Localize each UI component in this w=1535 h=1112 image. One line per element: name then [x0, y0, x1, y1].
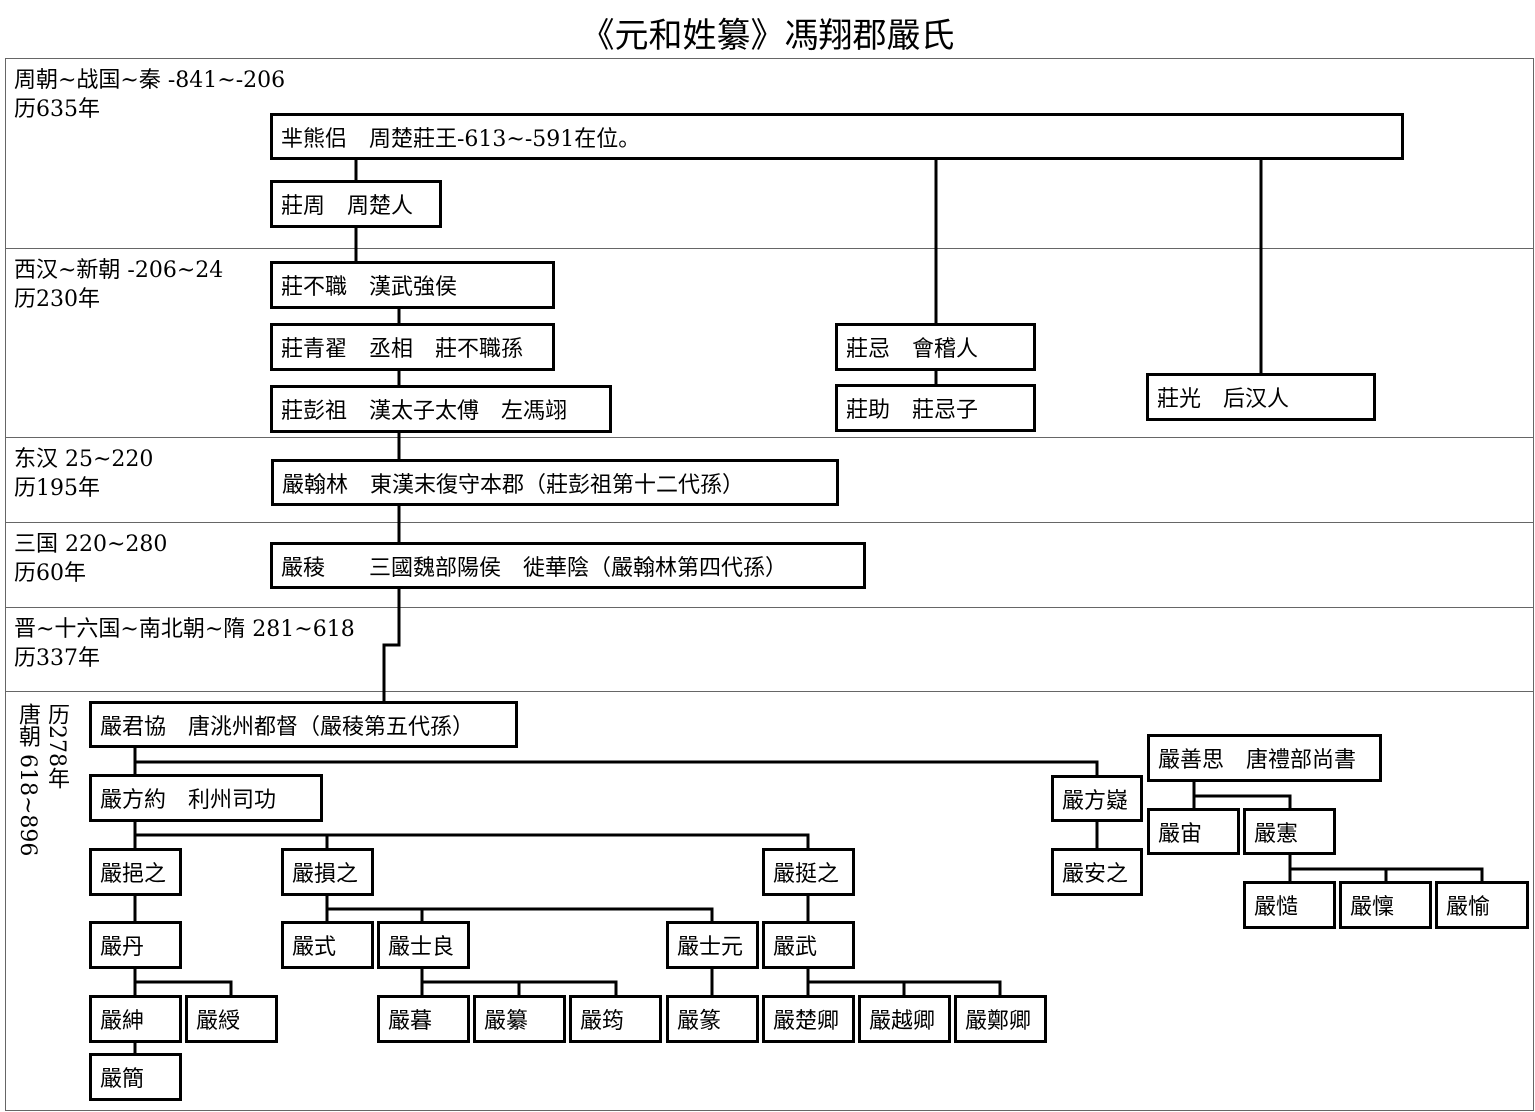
period-name: 西汉~新朝 -206~24	[14, 258, 224, 283]
period-name: 东汉 25~220	[14, 447, 154, 472]
person-zhuang-zhou: 莊周 周楚人	[270, 180, 442, 228]
person-zhuang-pengzu: 莊彭祖 漢太子太傅 左馮翊	[270, 385, 612, 433]
person-yan-zao: 嚴慥	[1243, 881, 1336, 929]
person-yan-yizhi: 嚴挹之	[89, 848, 182, 896]
person-yan-lin: 嚴懍	[1339, 881, 1432, 929]
person-yan-leng: 嚴稜 三國魏部陽侯 徙華陰（嚴翰林第四代孫）	[270, 542, 866, 589]
period-label: 晋~十六国~南北朝~隋 281~618 历337年	[14, 615, 355, 673]
person-zhuang-zhu: 莊助 莊忌子	[835, 384, 1036, 432]
period-name: 晋~十六国~南北朝~隋 281~618	[14, 617, 355, 642]
person-yan-mu: 嚴暮	[377, 995, 470, 1043]
person-yan-dan: 嚴丹	[89, 921, 182, 969]
person-yan-yueqing: 嚴越卿	[858, 995, 951, 1043]
period-name: 周朝~战国~秦 -841~-206	[14, 68, 286, 93]
person-zhuang-qingdi: 莊青翟 丞相 莊不職孫	[270, 323, 555, 371]
person-yan-shiyuan: 嚴士元	[666, 921, 759, 969]
period-divider	[5, 437, 1533, 438]
person-yan-shansi: 嚴善思 唐禮部尚書	[1147, 734, 1382, 782]
person-yan-shou: 嚴綬	[185, 995, 278, 1043]
period-span: 历195年	[14, 476, 100, 501]
person-yan-sunzhi: 嚴損之	[281, 848, 374, 896]
person-yan-shi: 嚴式	[281, 921, 374, 969]
period-divider	[5, 522, 1533, 523]
period-label: 三国 220~280 历60年	[14, 530, 167, 588]
person-yan-yun: 嚴筠	[569, 995, 662, 1043]
person-yan-chuqing: 嚴楚卿	[762, 995, 855, 1043]
person-yan-hanlin: 嚴翰林 東漢末復守本郡（莊彭祖第十二代孫）	[271, 459, 839, 506]
person-yan-zhengqing: 嚴鄭卿	[954, 995, 1047, 1043]
period-label: 东汉 25~220 历195年	[14, 445, 153, 503]
period-label: 周朝~战国~秦 -841~-206 历635年	[14, 66, 285, 124]
person-yan-tingzhi: 嚴挺之	[762, 848, 855, 896]
period-span: 历278年	[44, 703, 69, 789]
person-yan-fangyue: 嚴方約 利州司功	[89, 774, 323, 822]
chart-title: 《元和姓纂》馮翔郡嚴氏	[580, 16, 955, 56]
period-span: 历337年	[14, 646, 100, 671]
person-yan-shen: 嚴紳	[89, 995, 182, 1043]
period-span: 历635年	[14, 97, 100, 122]
person-yan-zhuan: 嚴篆	[666, 995, 759, 1043]
person-yan-xian: 嚴憲	[1243, 808, 1336, 855]
person-yan-anzhi: 嚴安之	[1051, 848, 1143, 896]
person-yan-fangyi: 嚴方嶷	[1051, 775, 1143, 822]
period-label: 西汉~新朝 -206~24 历230年	[14, 256, 223, 314]
period-divider	[5, 607, 1533, 608]
person-yan-junxie: 嚴君協 唐洮州都督（嚴稜第五代孫）	[89, 701, 518, 748]
period-span: 历230年	[14, 287, 100, 312]
person-zhuang-guang: 莊光 后汉人	[1146, 373, 1376, 421]
period-name: 唐朝 618~896	[15, 703, 40, 857]
person-zhuang-ji: 莊忌 會稽人	[835, 323, 1036, 371]
period-span: 历60年	[14, 561, 86, 586]
person-mi-xionglv: 芈熊侣 周楚莊王-613~-591在位。	[270, 113, 1404, 160]
person-zhuang-buzhi: 莊不職 漢武強侯	[270, 261, 555, 309]
person-yan-zuan: 嚴纂	[473, 995, 566, 1043]
person-yan-jian: 嚴簡	[89, 1053, 182, 1101]
period-name: 三国 220~280	[14, 532, 168, 557]
person-yan-yu: 嚴愉	[1435, 881, 1529, 929]
person-yan-wu: 嚴武	[762, 921, 855, 969]
period-divider	[5, 248, 1533, 249]
chart-frame	[5, 58, 1534, 1111]
period-divider	[5, 691, 1533, 692]
person-yan-shiliang: 嚴士良	[377, 921, 470, 969]
person-yan-zhou: 嚴宙	[1147, 808, 1240, 855]
